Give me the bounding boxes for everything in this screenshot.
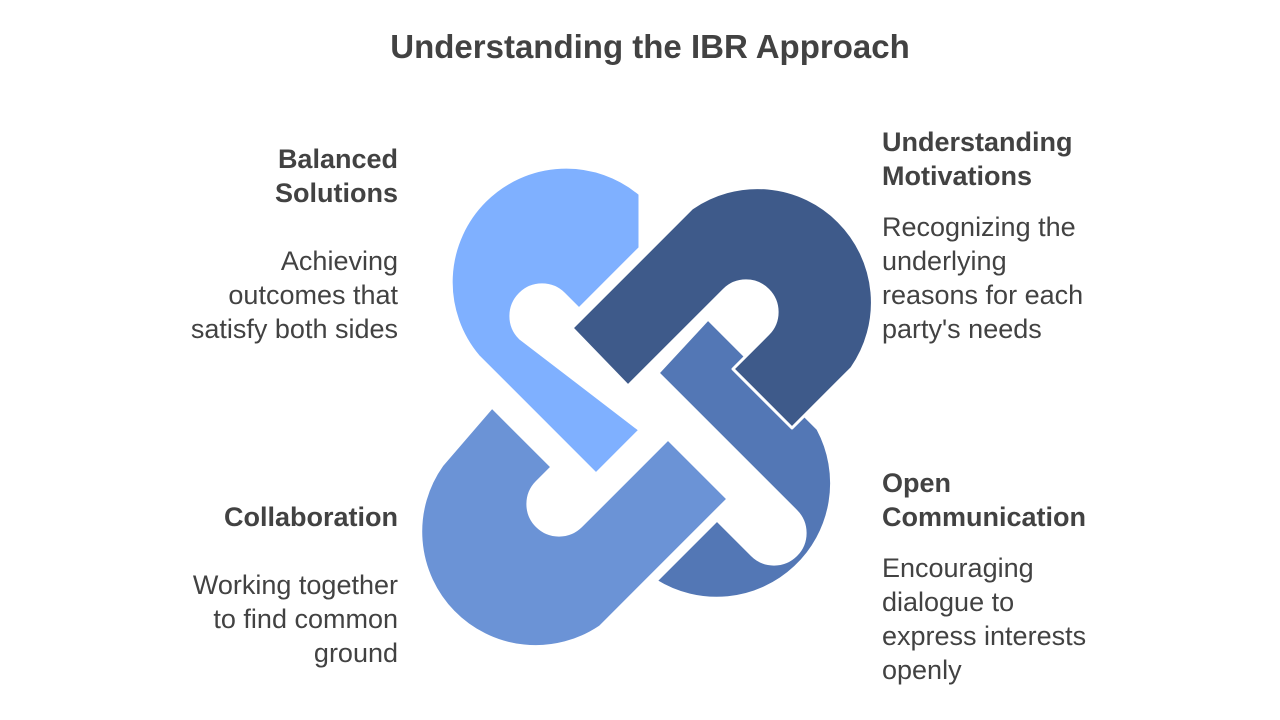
open-communication-heading: Open Communication: [882, 466, 1182, 534]
open-communication-description: Encouraging dialogue to express interest…: [882, 551, 1182, 687]
heading-line: Balanced: [277, 144, 398, 174]
diagram-title: Understanding the IBR Approach: [390, 28, 910, 65]
description-line: Achieving: [280, 246, 398, 276]
open-communication-link-shape: [654, 317, 834, 600]
collaboration-block: Collaboration Working together to find c…: [130, 500, 398, 670]
collaboration-heading: Collaboration: [130, 500, 398, 534]
understanding-motivations-link-shape: [570, 186, 874, 430]
balanced-solutions-link-shape: [449, 165, 642, 476]
description-line: reasons for each: [882, 280, 1084, 310]
understanding-motivations-block: Understanding Motivations Recognizing th…: [882, 125, 1182, 346]
heading-line: Solutions: [275, 178, 398, 208]
heading-line: Open: [882, 468, 952, 498]
heading-line: Understanding: [882, 127, 1073, 157]
description-line: Working together: [192, 570, 398, 600]
description-line: satisfy both sides: [190, 314, 398, 344]
balanced-solutions-description: Achieving outcomes that satisfy both sid…: [130, 244, 398, 346]
heading-line: Collaboration: [224, 502, 398, 532]
description-line: Recognizing the: [882, 212, 1076, 242]
collaboration-description: Working together to find common ground: [130, 568, 398, 670]
description-line: ground: [313, 638, 398, 668]
open-communication-block: Open Communication Encouraging dialogue …: [882, 466, 1182, 687]
heading-line: Communication: [882, 502, 1087, 532]
description-line: party's needs: [882, 314, 1042, 344]
balanced-solutions-block: Balanced Solutions Achieving outcomes th…: [130, 142, 398, 346]
description-line: express interests: [882, 621, 1087, 651]
description-line: Encouraging: [882, 553, 1034, 583]
description-line: openly: [882, 655, 962, 685]
description-line: dialogue to: [882, 587, 1015, 617]
collaboration-link-shape: [419, 405, 730, 649]
description-line: underlying: [882, 246, 1007, 276]
understanding-motivations-heading: Understanding Motivations: [882, 125, 1182, 193]
heading-line: Motivations: [882, 161, 1033, 191]
description-line: to find common: [213, 604, 398, 634]
understanding-motivations-description: Recognizing the underlying reasons for e…: [882, 210, 1182, 346]
balanced-solutions-heading: Balanced Solutions: [130, 142, 398, 210]
description-line: outcomes that: [228, 280, 398, 310]
